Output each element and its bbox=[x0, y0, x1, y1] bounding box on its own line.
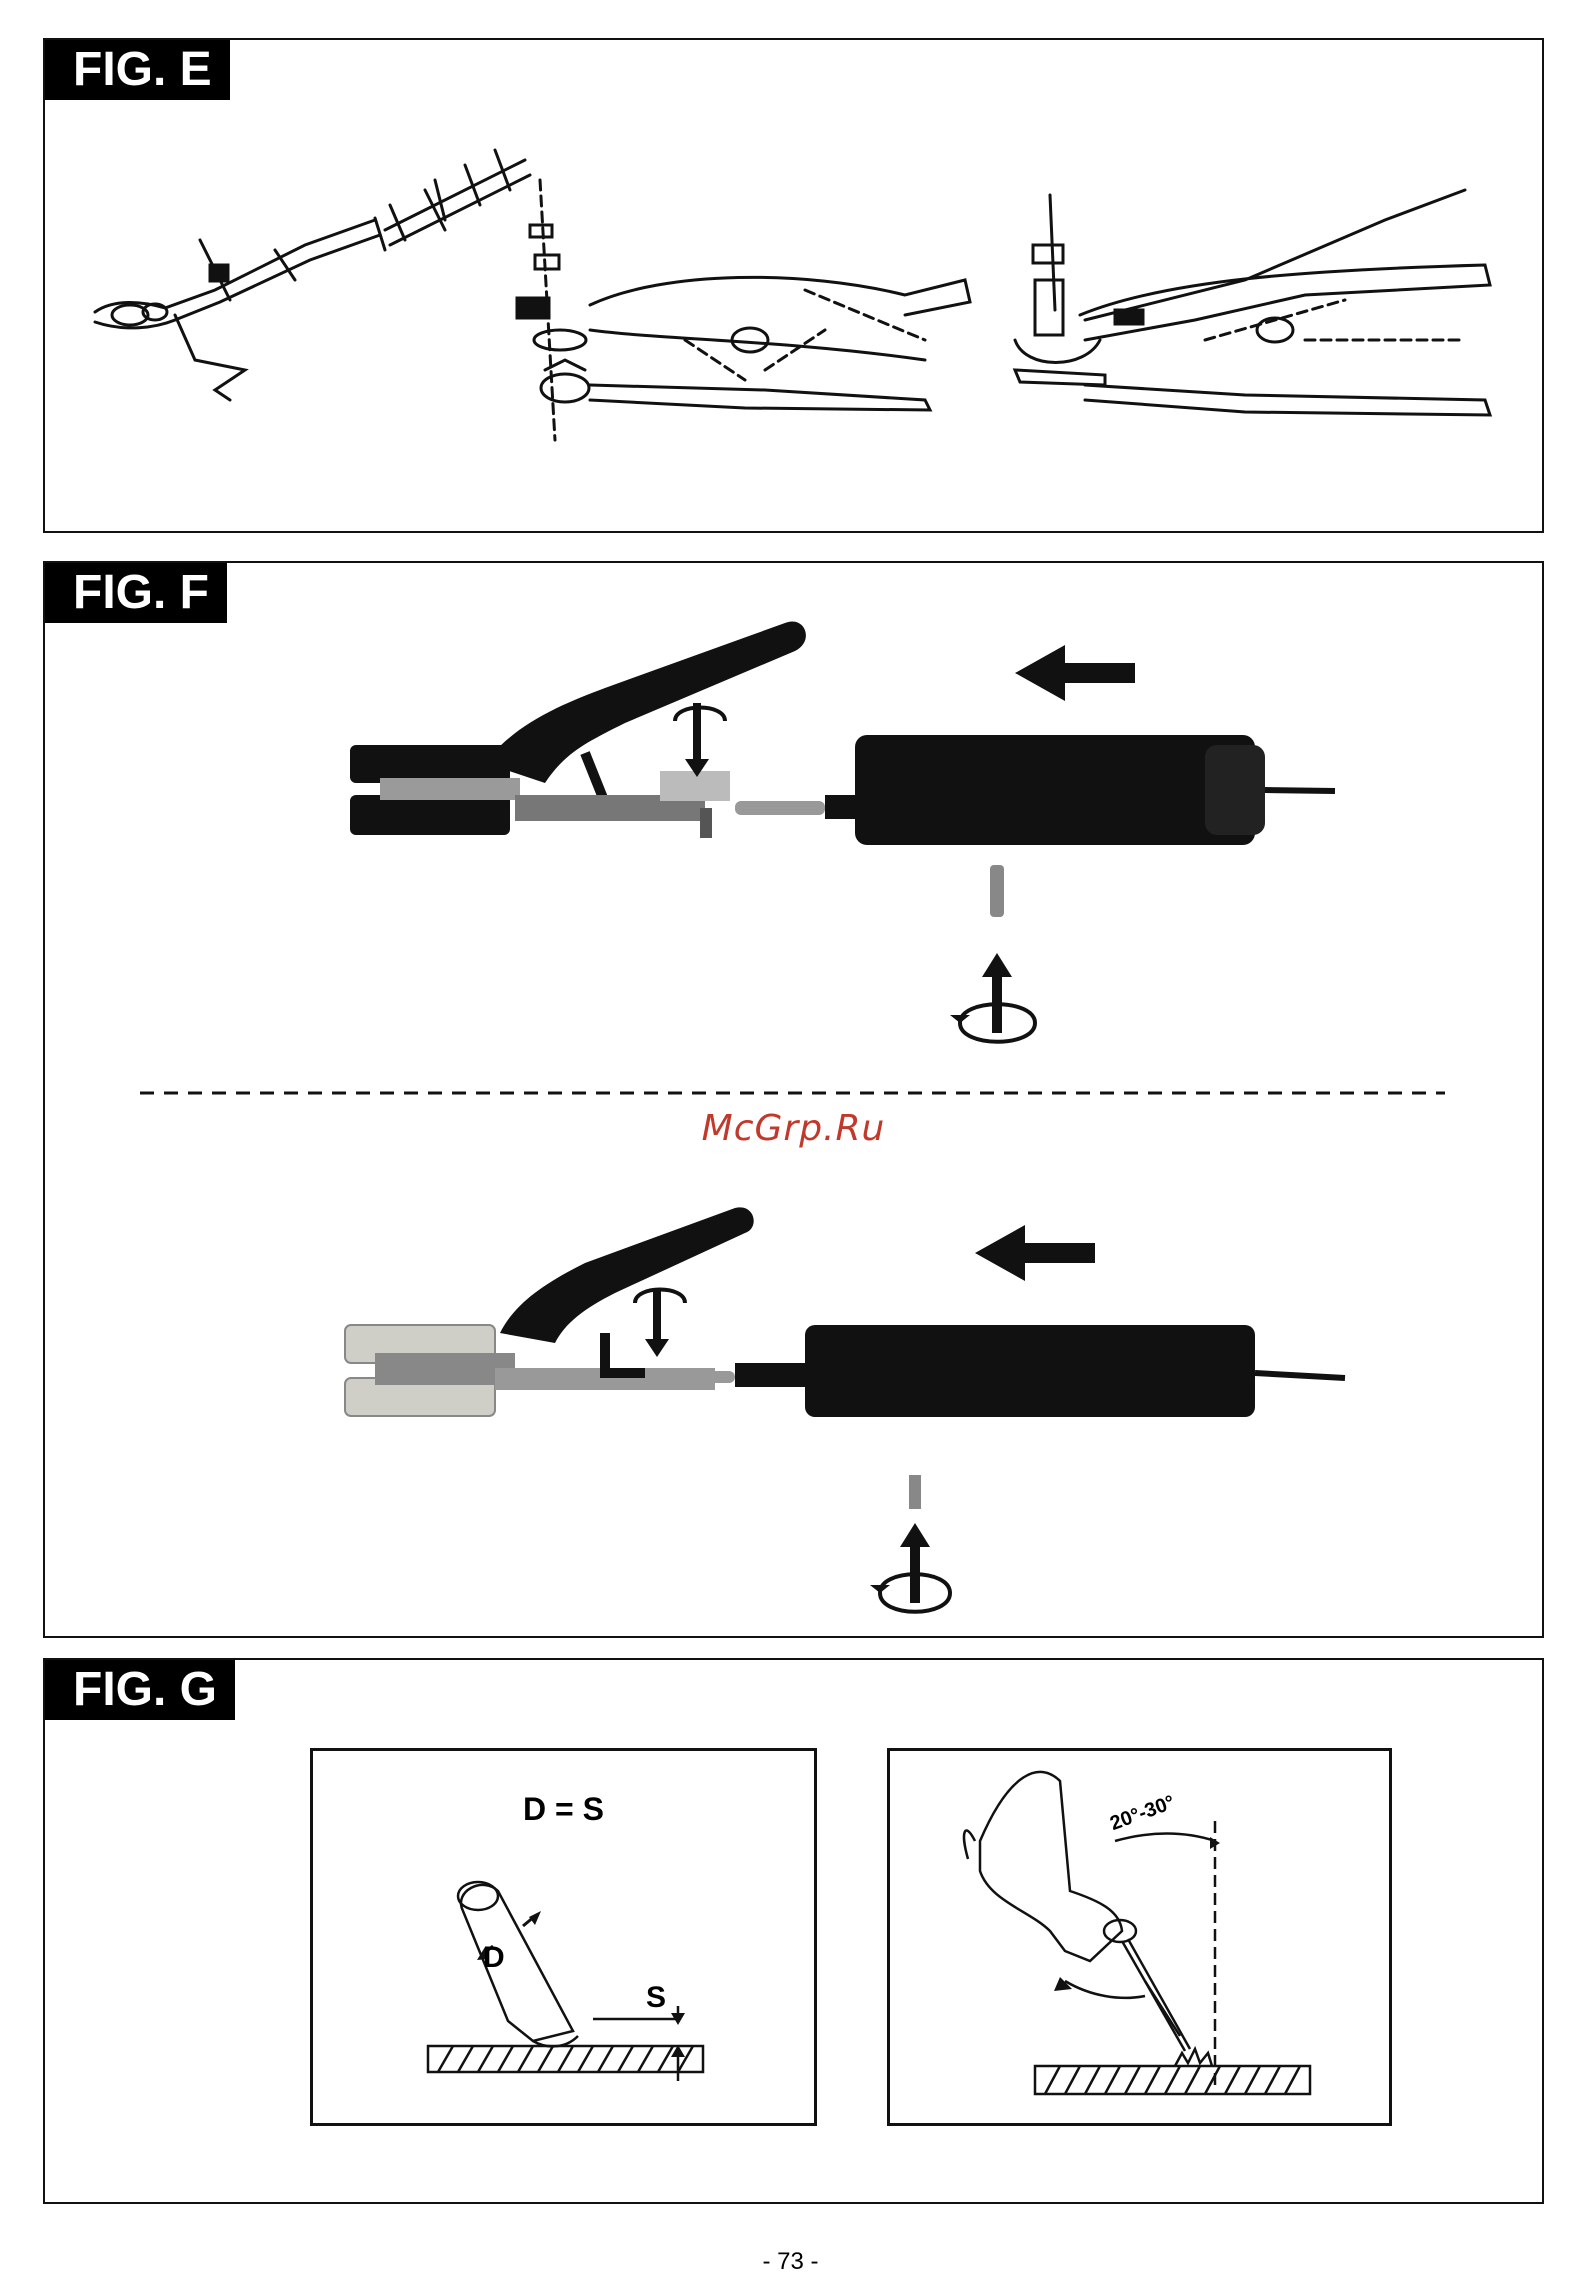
adapter-black-bottom bbox=[685, 1325, 1345, 1417]
set-screw-upper bbox=[990, 865, 1004, 917]
watermark-text: McGrp.Ru bbox=[45, 1108, 1542, 1149]
rotate-arrow-icon-lower-screw bbox=[950, 953, 1035, 1042]
page-number: - 73 - bbox=[0, 2248, 1581, 2276]
electrode-diameter-box: D = S D S bbox=[310, 1748, 817, 2126]
earth-clamp-cable-drawing bbox=[95, 150, 530, 400]
fig-g-label: FIG. G bbox=[45, 1660, 235, 1720]
fig-g-panel: FIG. G D = S D S bbox=[43, 1658, 1544, 2204]
fig-f-illustration bbox=[45, 563, 1542, 1636]
label-s: S bbox=[646, 1981, 666, 2015]
electrode-holder-grey-bottom bbox=[345, 1207, 754, 1416]
clamp-assembled-drawing bbox=[1015, 190, 1490, 415]
fig-e-panel: FIG. E bbox=[43, 38, 1544, 533]
rotate-arrow-icon-bottom-screw bbox=[870, 1523, 950, 1612]
label-d: D bbox=[483, 1941, 505, 1975]
direction-arrow-icon-top bbox=[1015, 645, 1135, 701]
fig-e-illustration bbox=[45, 40, 1542, 531]
electrode-angle-box: 20°-30° bbox=[887, 1748, 1392, 2126]
fig-f-panel: FIG. F bbox=[43, 561, 1544, 1638]
electrode-bead-drawing bbox=[313, 1751, 814, 2123]
direction-arrow-icon-bottom bbox=[975, 1225, 1095, 1281]
adapter-black-top bbox=[735, 735, 1335, 845]
set-screw-lower bbox=[909, 1475, 921, 1509]
rotate-arrow-icon-lower-holder bbox=[635, 1288, 685, 1357]
rotate-arrow-icon-upper-screw bbox=[675, 703, 725, 777]
clamp-exploded-drawing bbox=[517, 180, 970, 440]
